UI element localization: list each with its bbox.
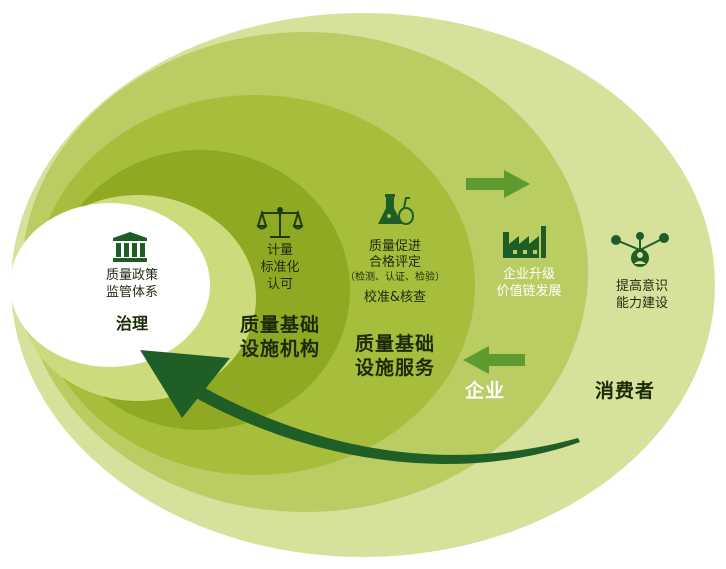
conformity-text-4: 校准&核查 (363, 290, 427, 305)
factory-icon (503, 226, 546, 258)
enterprise-text-2: 价值链发展 (496, 284, 562, 299)
feedback-arrow-body (196, 388, 580, 464)
metrology-text-3: 认可 (266, 277, 293, 292)
consumer-text-1: 提高意识 (615, 279, 668, 294)
metrology-text-2: 标准化 (260, 260, 300, 275)
metrology-title-2: 设施机构 (239, 338, 320, 360)
core-title: 治理 (115, 314, 148, 333)
feedback-arrow-head (140, 350, 230, 418)
flask-icon (378, 194, 414, 225)
network-people-icon (611, 232, 669, 267)
conformity-text-2: 合格评定 (368, 255, 421, 270)
conformity-text-3: （检测、认证、检验） (345, 272, 445, 283)
metrology-text-1: 计量 (266, 243, 293, 258)
core-governance (10, 203, 210, 367)
conformity-text-1: 质量促进 (368, 239, 421, 254)
arrow-right (466, 170, 530, 198)
bank-icon (113, 232, 147, 262)
metrology-title-1: 质量基础 (239, 314, 320, 336)
scale-icon (256, 207, 304, 238)
arrow-left (463, 346, 525, 374)
consumer-text-2: 能力建设 (615, 296, 668, 311)
core-text-1: 质量政策 (105, 268, 158, 283)
enterprise-text-1: 企业升级 (502, 267, 555, 282)
consumer-title: 消费者 (594, 380, 655, 402)
core-text-2: 监管体系 (105, 285, 158, 300)
enterprise-title: 企业 (464, 380, 505, 402)
conformity-title-2: 设施服务 (354, 357, 435, 379)
conformity-title-1: 质量基础 (354, 333, 435, 355)
